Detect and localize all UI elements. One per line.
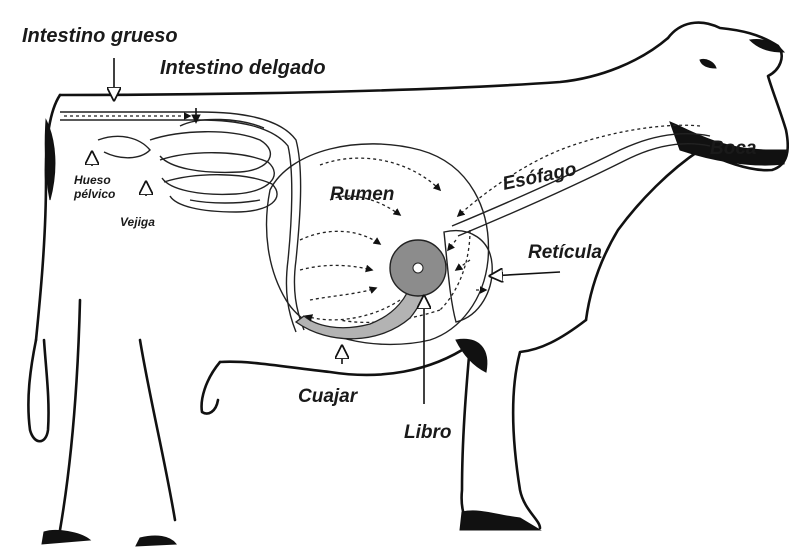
small-intestine <box>98 108 277 212</box>
label-libro: Libro <box>404 422 452 443</box>
label-rumen: Rumen <box>330 184 394 205</box>
omasum <box>390 240 446 296</box>
label-hueso-pelvico-line1: Hueso <box>74 173 111 187</box>
label-cuajar: Cuajar <box>298 386 359 407</box>
esophagus <box>452 125 710 236</box>
label-intestino-grueso: Intestino grueso <box>22 25 178 47</box>
label-intestino-delgado: Intestino delgado <box>160 57 326 79</box>
label-pointers <box>92 58 560 404</box>
label-vejiga: Vejiga <box>120 215 155 229</box>
label-reticula: Retícula <box>528 242 602 263</box>
label-esofago: Esófago <box>501 159 579 195</box>
label-hueso-pelvico-line2: pélvico <box>73 187 115 201</box>
large-intestine <box>60 112 304 332</box>
label-boca: Boca <box>710 138 757 159</box>
